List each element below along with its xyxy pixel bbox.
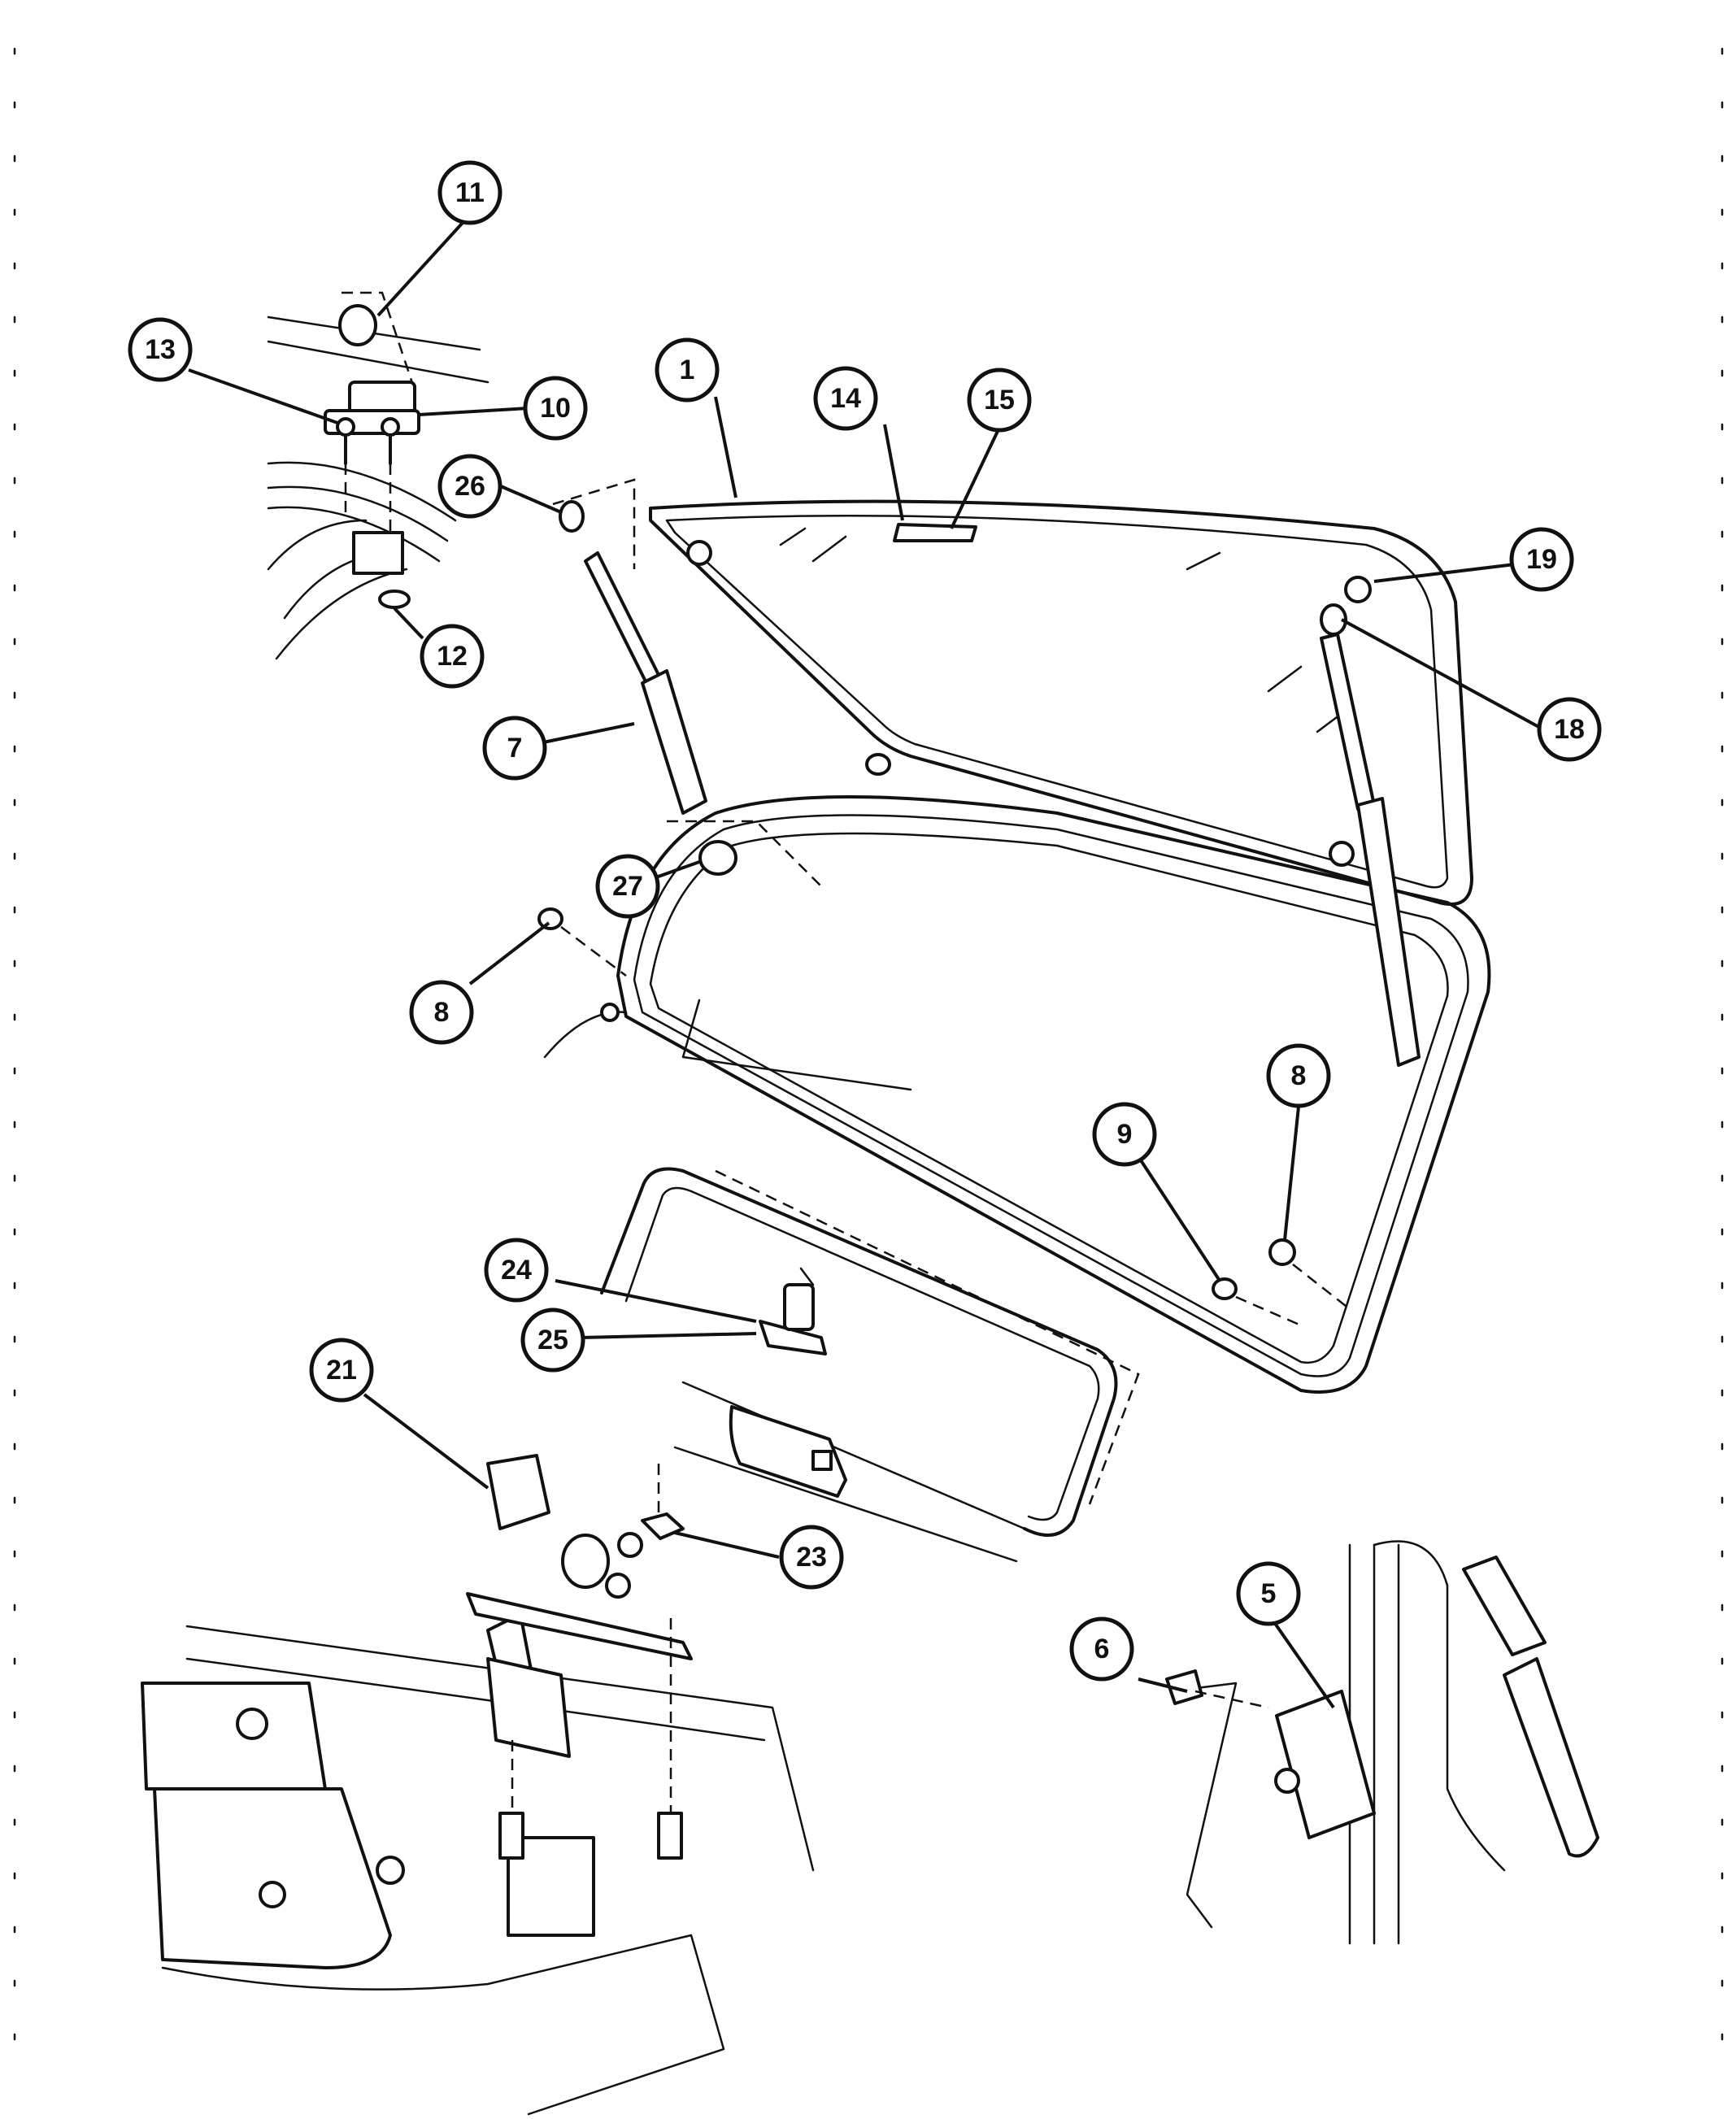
gas-prop-left: [552, 478, 822, 887]
svg-text:1: 1: [680, 355, 695, 385]
svg-text:18: 18: [1554, 714, 1585, 745]
liftgate-lower-panel: [600, 1167, 1140, 1563]
callout-25: 25: [520, 1308, 585, 1373]
callout-18: 18: [1537, 697, 1602, 762]
svg-text:6: 6: [1094, 1634, 1110, 1664]
svg-text:7: 7: [507, 733, 523, 764]
svg-text:5: 5: [1261, 1578, 1277, 1609]
svg-text:24: 24: [501, 1255, 532, 1286]
svg-text:8: 8: [1291, 1060, 1307, 1091]
svg-text:21: 21: [326, 1355, 357, 1386]
liftgate-opening: [543, 795, 1491, 1394]
callout-7: 7: [482, 716, 547, 781]
callout-23: 23: [779, 1525, 844, 1590]
callout-8-right: 8: [1266, 1043, 1331, 1108]
svg-text:12: 12: [437, 641, 468, 672]
callout-27: 27: [595, 854, 660, 919]
callout-15: 15: [967, 368, 1032, 433]
svg-text:13: 13: [145, 334, 176, 365]
hinge-assembly: [267, 291, 489, 660]
callout-26: 26: [437, 454, 503, 519]
callout-19: 19: [1509, 527, 1574, 592]
svg-text:11: 11: [455, 177, 485, 208]
body-hinge-bracket: [1165, 1540, 1599, 1945]
callout-14: 14: [813, 366, 878, 431]
svg-text:9: 9: [1117, 1119, 1133, 1150]
svg-text:8: 8: [434, 997, 450, 1028]
svg-text:27: 27: [612, 871, 643, 902]
callout-12: 12: [420, 624, 485, 689]
svg-text:25: 25: [537, 1325, 568, 1355]
svg-text:19: 19: [1526, 544, 1557, 575]
callout-5: 5: [1236, 1561, 1301, 1626]
leader-lines: [188, 213, 1544, 1709]
callout-8-left: 8: [409, 980, 474, 1045]
callout-6: 6: [1069, 1616, 1134, 1682]
svg-text:15: 15: [984, 385, 1015, 416]
callout-11: 11: [437, 160, 503, 225]
latch-assembly: [141, 1454, 815, 2116]
svg-text:14: 14: [830, 383, 861, 414]
callout-9: 9: [1092, 1102, 1157, 1167]
svg-text:10: 10: [540, 393, 571, 424]
callout-1: 1: [655, 337, 720, 402]
callout-10: 10: [523, 376, 588, 441]
callout-13: 13: [128, 317, 193, 382]
svg-text:23: 23: [796, 1542, 827, 1573]
svg-text:26: 26: [455, 471, 485, 502]
fasteners: [537, 907, 1351, 1327]
gas-prop-right: [1320, 576, 1421, 1067]
callout-21: 21: [309, 1338, 374, 1403]
callout-24: 24: [484, 1238, 549, 1303]
